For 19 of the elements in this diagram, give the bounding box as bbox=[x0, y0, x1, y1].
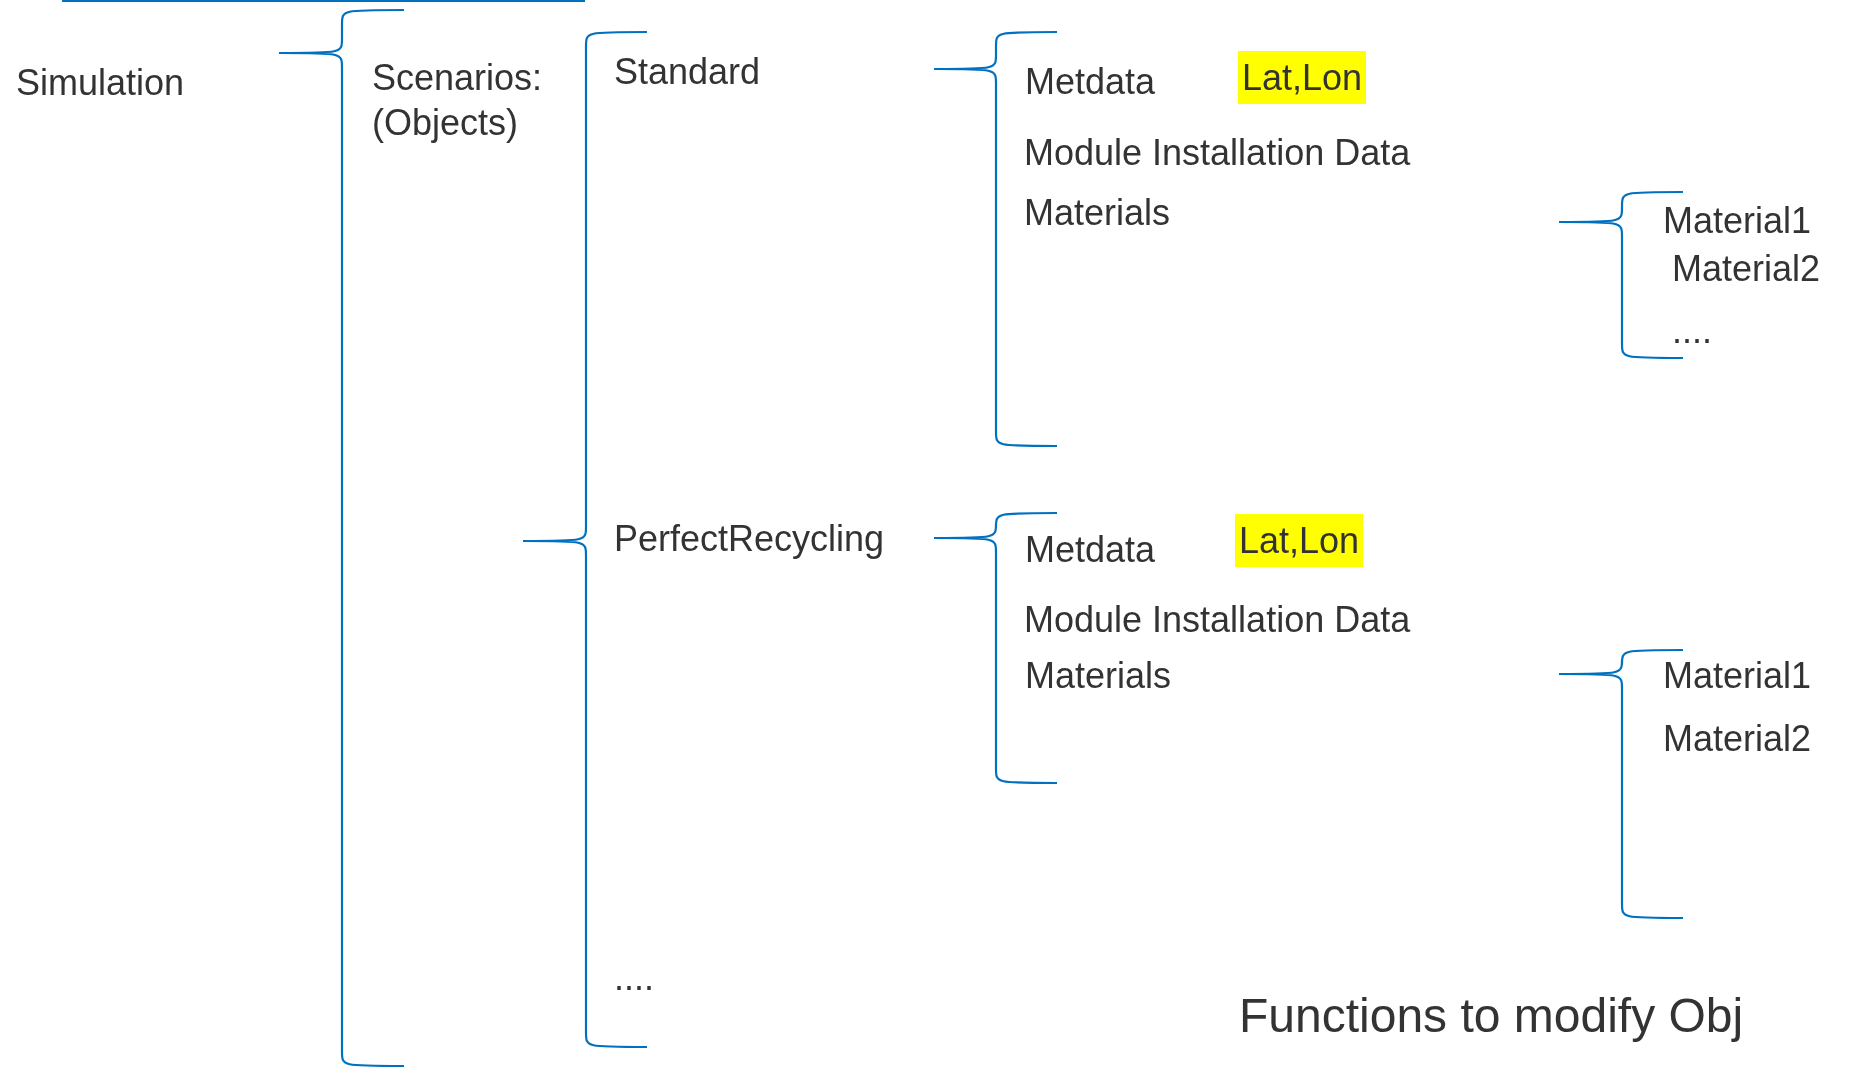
label: Module Installation Data bbox=[1024, 130, 1411, 175]
label: Functions to modify Obj bbox=[1239, 988, 1744, 1044]
label: .... bbox=[1672, 308, 1712, 353]
label: Materials bbox=[1025, 653, 1172, 698]
label: Module Installation Data bbox=[1024, 597, 1411, 642]
label: Materials bbox=[1024, 190, 1171, 235]
label: Material2 bbox=[1672, 246, 1821, 291]
label: .... bbox=[614, 955, 654, 1000]
highlighted-text: Lat,Lon bbox=[1238, 50, 1367, 104]
label: Metdata bbox=[1025, 527, 1156, 572]
label: Material2 bbox=[1663, 716, 1812, 761]
highlighted-text: Lat,Lon bbox=[1235, 513, 1364, 567]
label: Material1 bbox=[1663, 653, 1812, 698]
label: Metdata bbox=[1025, 59, 1156, 104]
label: Simulation bbox=[16, 60, 185, 105]
label: Material1 bbox=[1663, 198, 1812, 243]
label: Standard bbox=[614, 49, 761, 94]
label: Scenarios: (Objects) bbox=[372, 56, 544, 145]
label: PerfectRecycling bbox=[614, 516, 885, 561]
